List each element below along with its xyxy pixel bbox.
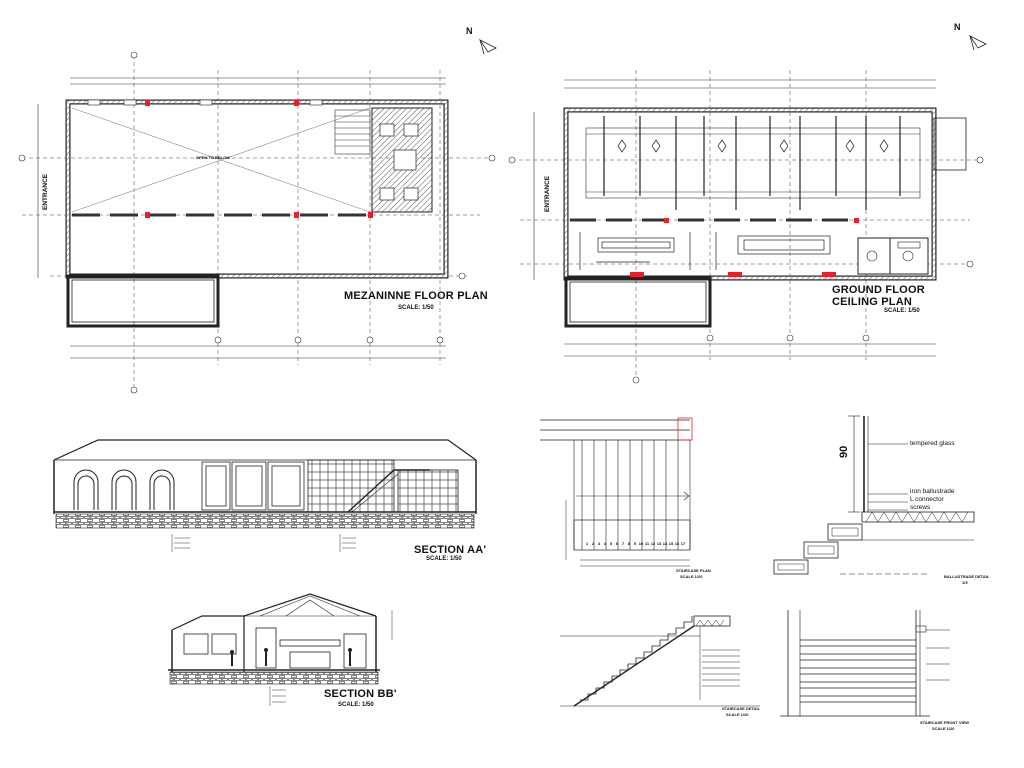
stair-step-number: 3: [597, 541, 601, 546]
screws-label: screws: [910, 504, 931, 511]
stair-step-number: 15: [668, 541, 674, 546]
north-label-left: N: [466, 26, 473, 36]
ground-entrance-label: ENTRANCE: [544, 175, 551, 212]
stair-step-number: 2: [591, 541, 595, 546]
stair-step-number: 10: [638, 541, 644, 546]
balustrade-detail-title: BALLUSTRADE DETAIL: [944, 574, 990, 579]
stair-step-number: 11: [644, 541, 650, 546]
balustrade-detail-drawing: [773, 415, 975, 575]
staircase-detail-title: STAIRCASE DETAIL: [722, 706, 761, 711]
section-bb-drawing: [168, 593, 393, 706]
ground-floor-ceiling-plan: [508, 70, 984, 384]
stair-step-number: 16: [674, 541, 680, 546]
open-to-below-label: OPEN TO BELOW: [196, 155, 230, 160]
section-aa-drawing: [53, 439, 477, 552]
stair-step-number: 13: [656, 541, 662, 546]
iron-balustrade-label: iron ballustrade: [910, 488, 955, 495]
stair-step-number: 8: [627, 541, 631, 546]
balustrade-height-label: 90: [838, 445, 850, 458]
stair-step-number: 5: [609, 541, 613, 546]
stair-step-number: 7: [621, 541, 625, 546]
mezzanine-plan-scale: SCALE: 1/50: [398, 305, 434, 311]
stair-step-number: 6: [615, 541, 619, 546]
ground-plan-scale: SCALE: 1/50: [884, 308, 920, 314]
staircase-front-title: STAIRCASE FRONT VIEW: [920, 720, 970, 725]
l-connector-label: L connector: [910, 496, 944, 503]
staircase-plan-title: STAIRCASE PLAN: [676, 568, 711, 573]
section-bb-title: SECTION BB': [324, 688, 397, 700]
stair-step-number: 17: [680, 541, 686, 546]
stair-step-number: 14: [662, 541, 668, 546]
stair-step-number: 12: [650, 541, 656, 546]
staircase-detail-scale: SCALE 1/20: [726, 712, 749, 717]
section-bb-scale: SCALE: 1/50: [338, 702, 374, 708]
balustrade-detail-scale: 1/5: [962, 580, 968, 585]
mezzanine-plan-title: MEZANINNE FLOOR PLAN: [344, 290, 488, 302]
stair-step-number: 1: [585, 541, 589, 546]
section-aa-title: SECTION AA': [414, 544, 487, 556]
tempered-glass-label: tempered glass: [910, 440, 955, 447]
staircase-plan-drawing: [540, 417, 693, 567]
north-label-right: N: [954, 22, 961, 32]
ground-plan-title-line1: GROUND FLOOR: [832, 284, 925, 296]
ground-plan-title-line2: CEILING PLAN: [832, 296, 913, 308]
mezzanine-entrance-label: ENTRANCE: [42, 173, 49, 210]
north-arrow-left: [478, 38, 497, 55]
mezzanine-floor-plan: [18, 51, 496, 394]
north-arrow-right: [968, 34, 987, 51]
staircase-plan-scale: SCALE 1/20: [680, 574, 703, 579]
stair-step-number: 9: [633, 541, 637, 546]
staircase-front-scale: SCALE 1/20: [932, 726, 955, 731]
section-aa-scale: SCALE: 1/50: [426, 556, 462, 562]
staircase-front-view-drawing: [780, 610, 950, 717]
stair-step-number: 4: [603, 541, 607, 546]
staircase-detail-drawing: [560, 615, 760, 707]
